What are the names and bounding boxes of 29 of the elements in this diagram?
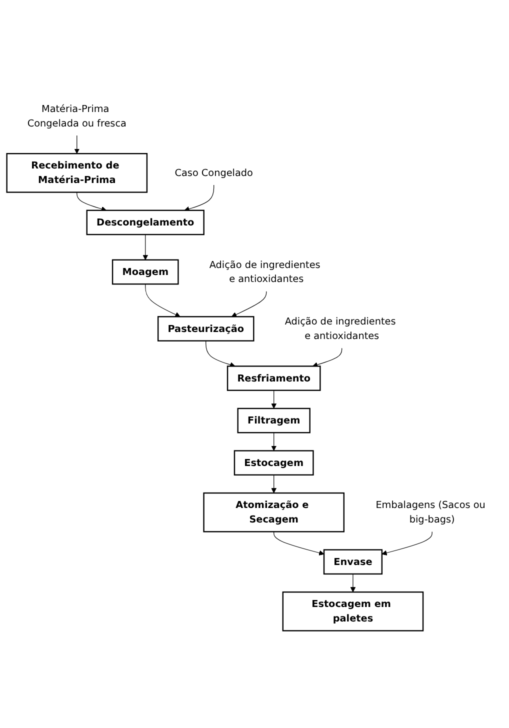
arrow (271, 390, 276, 409)
node-text: Adição de ingredientes e antioxidantes (209, 258, 320, 285)
node-box: Envase (323, 549, 383, 575)
arrow (142, 234, 148, 260)
arrow (206, 340, 236, 368)
node-box: Filtragem (237, 408, 310, 434)
node-box: Pasteurização (157, 316, 254, 342)
arrow (382, 532, 432, 556)
node-text: Caso Congelado (174, 167, 253, 179)
node-box: Resfriamento (226, 366, 321, 392)
arrow (312, 348, 342, 368)
arrow (74, 135, 80, 154)
arrow (76, 192, 106, 212)
node-text: Adição de ingredientes e antioxidantes (284, 316, 396, 342)
arrow (350, 574, 356, 593)
node-box: Descongelamento (86, 210, 204, 236)
node-box: Recebimento de Matéria-Prima (6, 153, 148, 194)
node-text: Embalagens (Sacos ou big-bags) (376, 499, 486, 526)
arrow (145, 284, 180, 318)
arrow (271, 474, 276, 494)
arrow (231, 291, 267, 318)
arrow (184, 184, 214, 212)
node-box: Estocagem (234, 450, 314, 476)
node-box: Moagem (112, 260, 179, 285)
node-box: Estocagem em paletes (282, 592, 424, 632)
node-text: Matéria-Prima Congelada ou fresca (27, 103, 126, 130)
arrow (271, 432, 276, 452)
arrow (274, 532, 324, 556)
node-box: Atomização e Secagem (203, 492, 345, 532)
